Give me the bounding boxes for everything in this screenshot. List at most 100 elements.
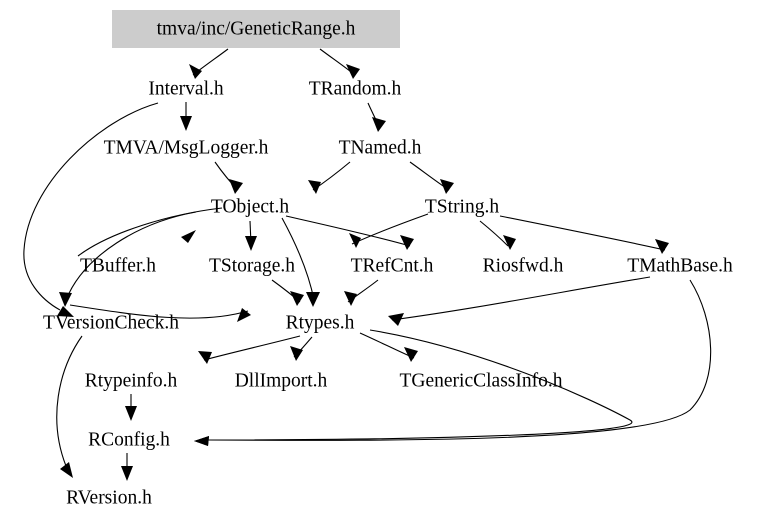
node-label: TVersionCheck.h: [43, 312, 179, 333]
edge-rtypeinfo-to-rconfig: [125, 394, 137, 421]
node-label: Riosfwd.h: [483, 255, 564, 276]
edge-line: [351, 213, 429, 245]
edge-line: [23, 102, 159, 311]
node-label: RConfig.h: [88, 429, 170, 450]
edge-tmathbase-to-rconfig: [194, 279, 712, 446]
edge-line: [65, 211, 197, 301]
edge-line: [203, 335, 301, 361]
node-label: RVersion.h: [66, 487, 152, 508]
node-label: TRandom.h: [309, 78, 402, 99]
node-label: TGenericClassInfo.h: [400, 370, 563, 391]
edge-line: [281, 217, 315, 301]
edge-line: [69, 304, 249, 319]
edge-line: [479, 220, 509, 247]
node-tmathbase[interactable]: TMathBase.h: [627, 255, 733, 276]
edge-tstring-to-tmathbase: [499, 215, 669, 254]
edge-tstring-to-riosfwd: [479, 220, 516, 250]
edge-tobject-to-tversioncheck: [59, 211, 197, 307]
node-label: Rtypes.h: [286, 312, 355, 333]
edge-tobject-to-rtypes: [281, 217, 320, 307]
edge-tmathbase-to-rtypes: [388, 276, 651, 326]
edge-rconfig-to-rversion: [121, 453, 133, 481]
edge-trefcnt-to-rtypes: [344, 279, 379, 306]
edge-root-to-interval: [189, 48, 229, 79]
node-tobject[interactable]: TObject.h: [211, 196, 289, 217]
edge-line: [77, 207, 223, 257]
node-tgeneric[interactable]: TGenericClassInfo.h: [400, 370, 563, 391]
node-trefcnt[interactable]: TRefCnt.h: [351, 255, 434, 276]
arrowhead-icon: [290, 291, 304, 306]
edge-trandom-to-tnamed: [367, 102, 386, 132]
arrowhead-icon: [60, 462, 73, 478]
node-tstring[interactable]: TString.h: [425, 196, 499, 217]
arrowhead-icon: [372, 117, 386, 132]
node-label: Interval.h: [148, 78, 224, 99]
edge-root-to-trandom: [319, 48, 360, 79]
edge-tobject-to-tstorage: [245, 220, 257, 251]
node-label: TRefCnt.h: [351, 255, 434, 276]
edge-tversioncheck-to-rtypes: [69, 304, 251, 322]
arrowhead-icon: [121, 466, 133, 481]
arrowhead-icon: [306, 292, 320, 307]
node-label: TNamed.h: [339, 137, 422, 158]
arrowhead-icon: [308, 180, 321, 194]
edge-line: [285, 215, 411, 247]
arrowhead-icon: [180, 116, 192, 131]
edge-interval-to-tversioncheck: [23, 102, 159, 317]
node-tversioncheck[interactable]: TVersionCheck.h: [43, 312, 179, 333]
edge-tversioncheck-to-rversion: [56, 335, 83, 478]
arrowhead-icon: [229, 179, 243, 194]
node-tbuffer[interactable]: TBuffer.h: [80, 255, 156, 276]
edge-tnamed-to-tobject: [308, 161, 351, 194]
arrowhead-icon: [655, 239, 669, 254]
node-tstorage[interactable]: TStorage.h: [209, 255, 295, 276]
arrowhead-icon: [245, 236, 257, 251]
arrowhead-icon: [400, 235, 414, 250]
node-rversion[interactable]: RVersion.h: [66, 487, 152, 508]
arrowhead-icon: [404, 347, 418, 362]
edge-rtypes-to-tgeneric: [359, 332, 418, 362]
arrowhead-icon: [290, 346, 303, 361]
node-label: TMVA/MsgLogger.h: [104, 137, 269, 158]
node-dllimport[interactable]: DllImport.h: [235, 370, 328, 391]
edge-tstorage-to-rtypes: [271, 279, 304, 306]
edge-msglogger-to-tobject: [214, 161, 243, 194]
edge-rtypes-to-dllimport: [290, 336, 313, 361]
arrowhead-icon: [503, 235, 516, 250]
node-label: TStorage.h: [209, 255, 295, 276]
node-msglogger[interactable]: TMVA/MsgLogger.h: [104, 137, 269, 158]
arrowhead-icon: [189, 64, 202, 79]
node-label: DllImport.h: [235, 370, 328, 391]
edge-tnamed-to-tstring: [409, 161, 454, 194]
node-rtypeinfo[interactable]: Rtypeinfo.h: [85, 370, 178, 391]
arrowhead-icon: [237, 308, 251, 322]
node-rtypes[interactable]: Rtypes.h: [286, 312, 355, 333]
node-tnamed[interactable]: TNamed.h: [339, 137, 422, 158]
node-riosfwd[interactable]: Riosfwd.h: [483, 255, 564, 276]
arrowhead-icon: [181, 230, 196, 243]
node-label: TMathBase.h: [627, 255, 733, 276]
edge-tstring-to-trefcnt: [349, 213, 429, 248]
edge-tobject-to-tbuffer: [77, 207, 223, 257]
node-rconfig[interactable]: RConfig.h: [88, 429, 170, 450]
node-trandom[interactable]: TRandom.h: [309, 78, 402, 99]
node-label: TBuffer.h: [80, 255, 156, 276]
arrowhead-icon: [440, 179, 454, 194]
arrowhead-icon: [194, 436, 209, 446]
node-label: Rtypeinfo.h: [85, 370, 178, 391]
arrowhead-icon: [198, 351, 212, 364]
node-root[interactable]: tmva/inc/GeneticRange.h: [112, 10, 400, 48]
arrowhead-icon: [346, 64, 360, 79]
node-label: tmva/inc/GeneticRange.h: [157, 18, 356, 39]
arrowhead-icon: [344, 291, 357, 306]
edges-layer: [23, 48, 712, 481]
arrowhead-icon: [125, 406, 137, 421]
arrowhead-icon: [57, 306, 74, 317]
edge-rtypes-to-rtypeinfo: [198, 335, 301, 364]
edge-line: [207, 279, 712, 441]
node-interval[interactable]: Interval.h: [148, 78, 224, 99]
node-label: TObject.h: [211, 196, 289, 217]
